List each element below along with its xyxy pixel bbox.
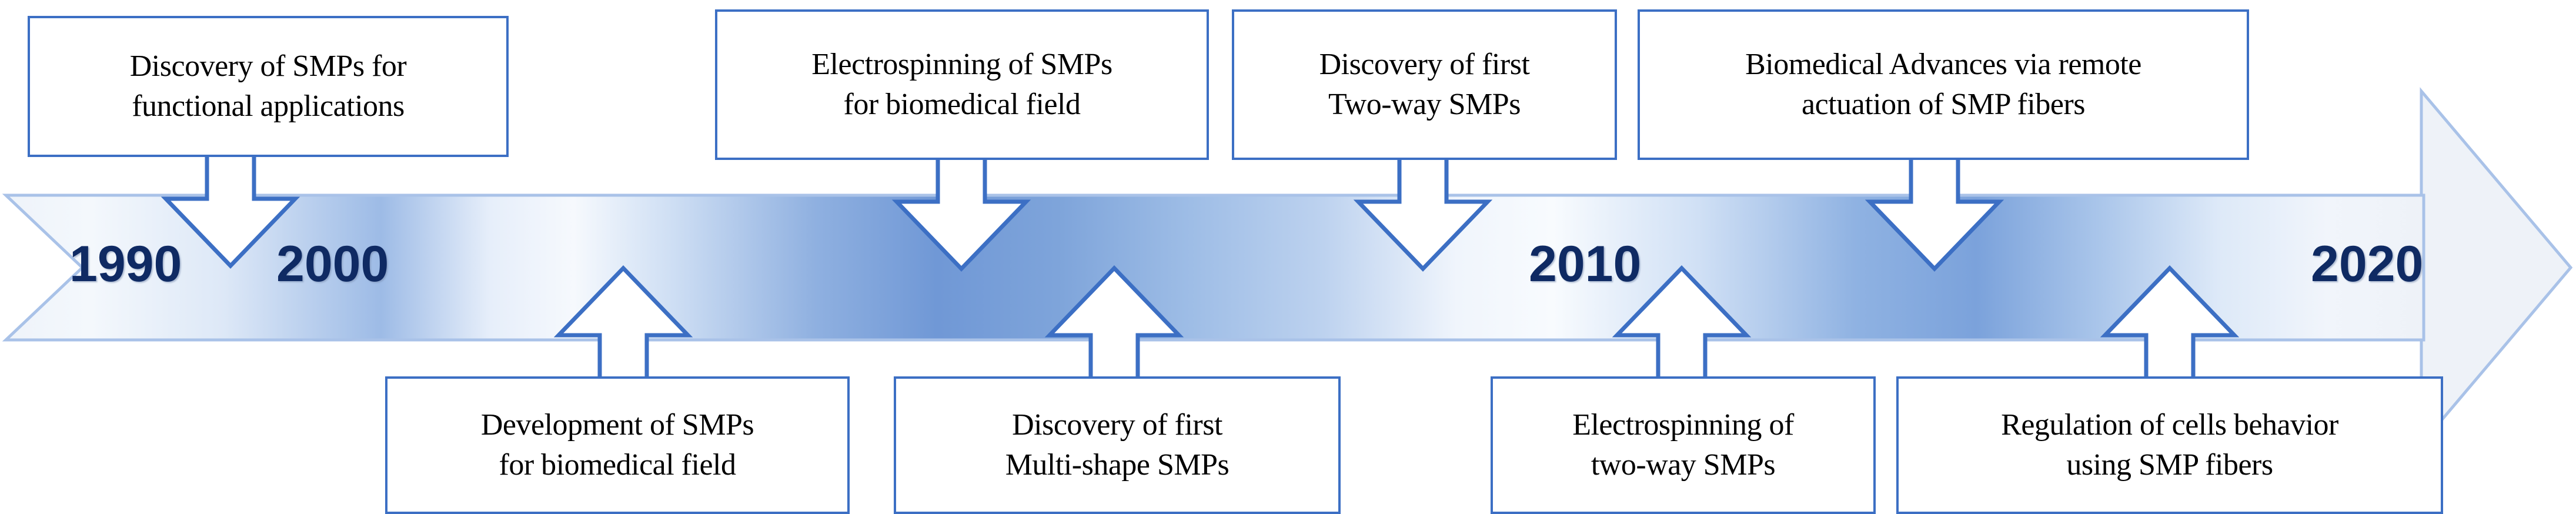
event-box-electrospinning-smps-biomedical[interactable]: Electrospinning of SMPs for biomedical f…	[715, 9, 1209, 160]
event-line: Electrospinning of	[1572, 408, 1794, 442]
event-line: Discovery of first	[1319, 48, 1530, 82]
year-label-2000: 2000	[276, 236, 389, 292]
connector-arrows-down	[161, 152, 2004, 272]
event-line: actuation of SMP fibers	[1802, 88, 2085, 121]
timeline-arrowhead	[2420, 87, 2573, 448]
arrow-up-1	[553, 265, 693, 382]
event-line: Regulation of cells behavior	[2001, 408, 2338, 442]
arrow-down-3	[1353, 155, 1493, 272]
arrow-down-1	[161, 152, 300, 269]
event-box-regulation-cells-behavior-smp-fibers[interactable]: Regulation of cells behavior using SMP f…	[1896, 376, 2443, 514]
event-line: Discovery of SMPs for	[129, 49, 407, 84]
event-box-electrospinning-two-way-smps[interactable]: Electrospinning of two-way SMPs	[1491, 376, 1876, 514]
arrow-up-2	[1044, 265, 1184, 382]
event-line: functional applications	[132, 89, 405, 123]
year-label-2010: 2010	[1529, 236, 1642, 292]
event-line: Development of SMPs	[480, 408, 754, 442]
event-line: Two-way SMPs	[1328, 88, 1521, 121]
event-line: Multi-shape SMPs	[1005, 448, 1229, 482]
event-line: Electrospinning of SMPs	[811, 48, 1112, 82]
arrow-up-4	[2100, 265, 2240, 382]
event-line: for biomedical field	[843, 88, 1081, 121]
event-box-discovery-smps-functional[interactable]: Discovery of SMPs for functional applica…	[28, 16, 509, 157]
arrow-down-4	[1865, 155, 2004, 272]
event-box-development-smps-biomedical[interactable]: Development of SMPs for biomedical field	[385, 376, 850, 514]
arrow-down-2	[891, 155, 1031, 272]
event-line: two-way SMPs	[1591, 448, 1776, 482]
year-label-1990: 1990	[69, 236, 182, 292]
connector-arrows-up	[553, 265, 2240, 382]
event-box-biomedical-advances-remote-actuation[interactable]: Biomedical Advances via remote actuation…	[1638, 9, 2249, 160]
event-box-discovery-first-multi-shape-smps[interactable]: Discovery of first Multi-shape SMPs	[894, 376, 1341, 514]
year-label-2020: 2020	[2311, 236, 2424, 292]
event-line: Biomedical Advances via remote	[1745, 48, 2141, 82]
event-box-discovery-first-two-way-smps[interactable]: Discovery of first Two-way SMPs	[1232, 9, 1617, 160]
event-line: Discovery of first	[1012, 408, 1222, 442]
arrow-up-3	[1612, 265, 1752, 382]
event-line: for biomedical field	[499, 448, 736, 482]
event-line: using SMP fibers	[2066, 448, 2273, 482]
